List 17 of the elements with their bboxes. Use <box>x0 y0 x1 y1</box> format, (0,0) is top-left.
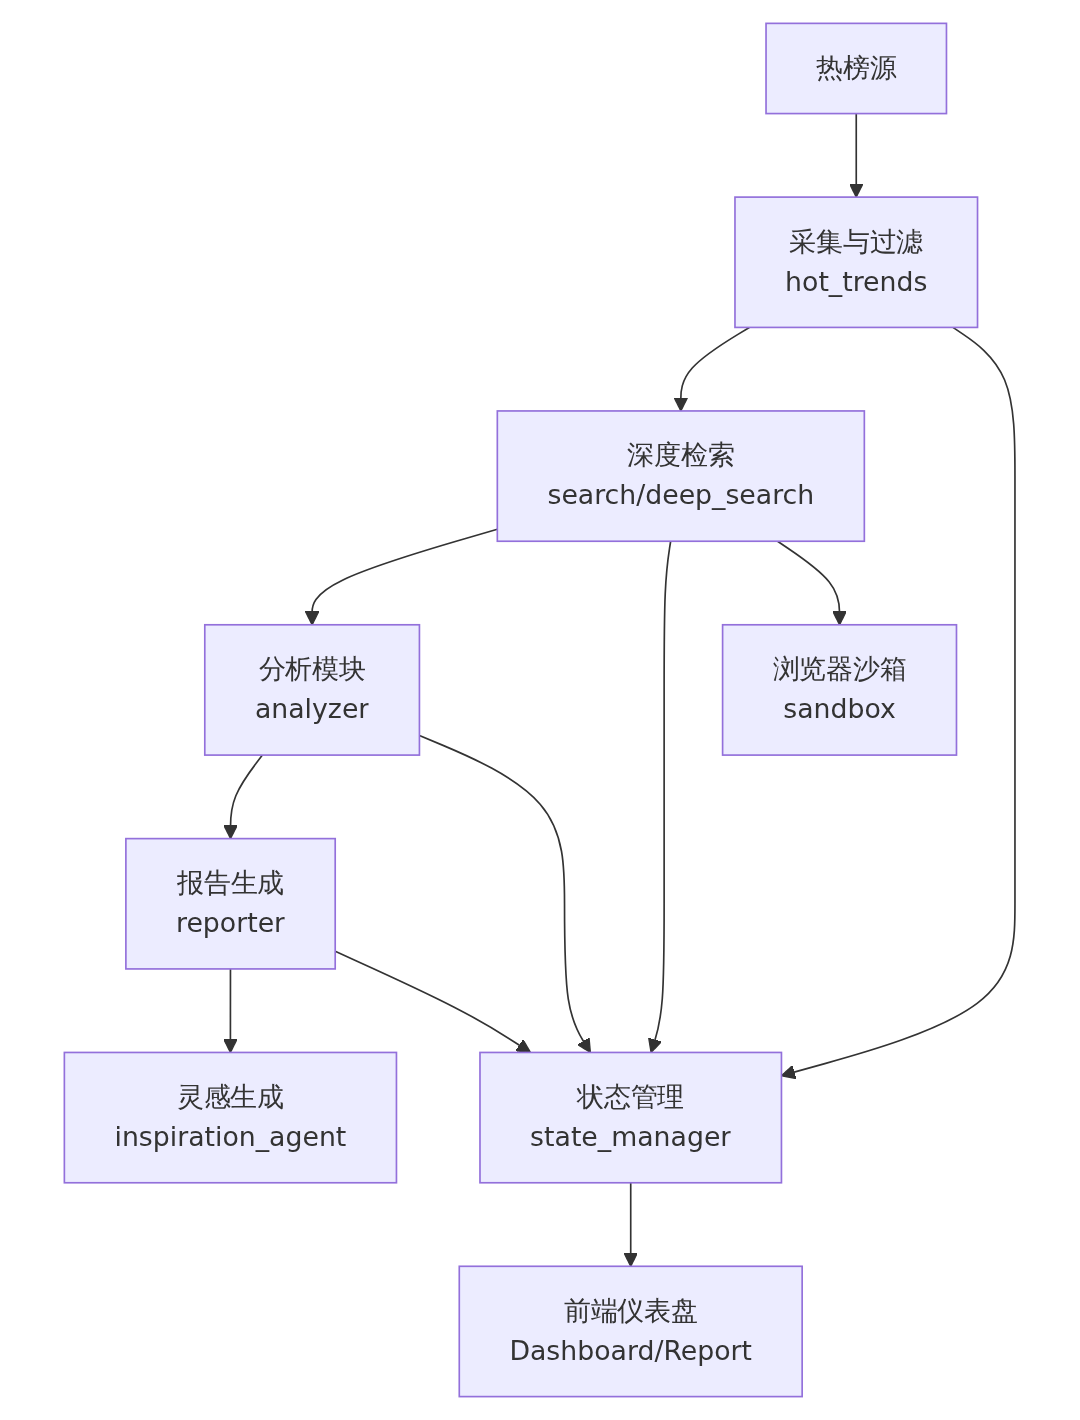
node-box: 灵感生成 inspiration_agent <box>63 1051 398 1184</box>
node-box: 采集与过滤 hot_trends <box>734 196 979 329</box>
node-box: 报告生成 reporter <box>125 837 337 970</box>
node-box: 深度检索 search/deep_search <box>496 410 866 543</box>
node-box: 状态管理 state_manager <box>479 1051 783 1184</box>
arrow <box>623 1181 639 1267</box>
arrow <box>781 326 1017 1080</box>
arrow <box>648 540 672 1054</box>
node-box: 热榜源 <box>765 22 948 115</box>
node-box: 前端仪表盘 Dashboard/Report <box>458 1265 804 1398</box>
arrow <box>673 326 751 412</box>
node-box: 分析模块 analyzer <box>204 623 421 756</box>
arrow <box>223 968 239 1054</box>
arrow <box>223 754 264 840</box>
arrow <box>777 540 848 626</box>
arrow <box>849 112 864 198</box>
node-box: 浏览器沙箱 sandbox <box>722 623 958 756</box>
